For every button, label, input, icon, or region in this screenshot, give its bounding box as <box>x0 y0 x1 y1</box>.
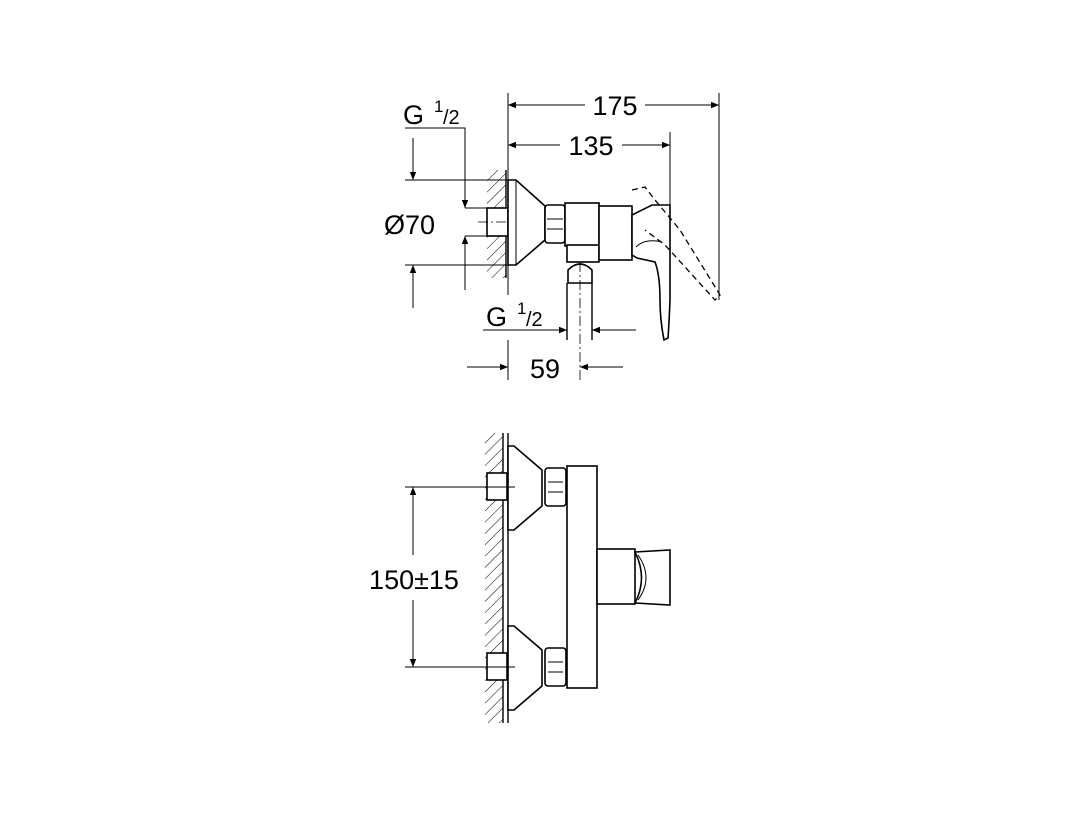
dimension-inlet-spacing: 150±15 <box>369 486 515 668</box>
mixer-body <box>564 202 600 247</box>
outlet-thread-label: G <box>486 302 507 332</box>
dimension-outlet-offset: 59 <box>467 340 623 384</box>
outlet-thread-num: 1 <box>517 299 526 318</box>
outlet-thread-den: /2 <box>526 309 543 331</box>
upper-rosette <box>507 445 543 531</box>
dimension-overall-length: 175 <box>508 91 719 121</box>
dim-135-label: 135 <box>568 131 613 161</box>
upper-nut <box>544 467 567 507</box>
dimension-body-length: 135 <box>508 131 670 161</box>
outlet-connector <box>567 263 593 284</box>
front-view: 150±15 <box>369 433 671 723</box>
lever-alt-position <box>631 186 721 301</box>
mixer-body-front <box>566 465 598 689</box>
wall-hatch-front <box>485 433 503 723</box>
dim-150-label: 150±15 <box>369 565 459 595</box>
dim-59-label: 59 <box>530 354 560 384</box>
inlet-thread-den: /2 <box>443 107 460 129</box>
nut <box>544 204 566 244</box>
lever-handle <box>631 204 671 342</box>
inlet-thread-annotation: G 1 /2 <box>403 97 469 290</box>
dim-175-label: 175 <box>592 91 637 121</box>
rosette <box>507 179 546 266</box>
handle-base <box>596 548 636 605</box>
body-extension <box>598 205 633 261</box>
inlet-thread-num: 1 <box>434 97 443 116</box>
dim-diameter-label: Ø70 <box>384 210 435 240</box>
lower-rosette <box>507 625 543 711</box>
lower-nut <box>544 647 567 687</box>
handle-lever-front <box>633 549 671 606</box>
outlet-thread-annotation: G 1 /2 <box>483 299 636 334</box>
side-view: 175 135 G 1 /2 Ø70 <box>384 91 721 384</box>
outlet-block <box>566 244 600 263</box>
inlet-thread-label: G <box>403 100 424 130</box>
